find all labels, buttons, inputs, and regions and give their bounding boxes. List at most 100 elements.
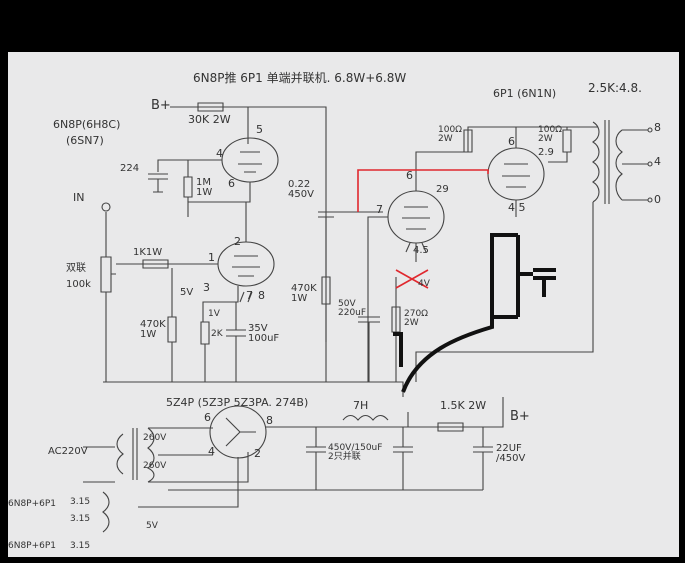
wire [202, 286, 239, 322]
tube-v1-bottom [217, 241, 275, 287]
ground-bus-psu [168, 452, 484, 491]
r-1k-label: 1K1W [133, 247, 163, 258]
power-transformer-primary [116, 433, 124, 475]
pin-3: 3 [203, 281, 210, 294]
pin-8: 8 [258, 289, 265, 302]
ground-bus [103, 381, 404, 397]
rect-pin-8: 8 [266, 414, 273, 427]
tr-pin-8: 8 [654, 121, 661, 134]
resistor-470k-top [321, 276, 331, 305]
resistor-1m [183, 176, 193, 198]
v260b-label: 260V [143, 461, 167, 471]
cap-224 [148, 173, 168, 180]
resistor-1k [142, 259, 169, 269]
out2-pin-6: 6 [508, 135, 515, 148]
vr-100k-label: 100k [66, 279, 91, 290]
wire [83, 446, 115, 483]
r-30k-label: 30K 2W [188, 113, 231, 126]
resistor-470k-left [167, 316, 177, 343]
out-pin-7: 7 [376, 203, 383, 216]
choke-label: 7H [353, 399, 369, 412]
wire [266, 412, 409, 428]
choke-7h [342, 414, 389, 421]
out2-pin-45: 4 5 [508, 201, 526, 214]
out-pin-6: 6 [406, 169, 413, 182]
wire [187, 182, 251, 217]
filament-winding [102, 491, 110, 533]
out-pin-29: 29 [436, 184, 449, 195]
cap-150uf [306, 446, 326, 453]
c-22uf-label: 22UF/450V [496, 443, 526, 464]
wire [415, 202, 594, 382]
resistor-100r-b [562, 129, 572, 153]
potentiometer-100k [100, 256, 112, 293]
wire [157, 159, 222, 172]
rectifier-label: 5Z4P (5Z3P 5Z3PA. 274B) [166, 396, 309, 409]
filament-2-label: 6N8P+6P1 [8, 541, 57, 551]
output-transformer-secondary [615, 129, 623, 201]
rect-pin-4: 4 [208, 445, 215, 458]
schematic-title: 6N8P推 6P1 单端并联机. 6.8W+6.8W [193, 71, 407, 85]
marker-capacitor-line [490, 233, 520, 319]
marker-wire-b [401, 317, 494, 393]
bplus-right-label: B+ [510, 409, 530, 424]
input-jack [101, 202, 111, 212]
schematic-drawing [83, 102, 653, 533]
tube-v3 [487, 147, 545, 201]
input-label: IN [73, 191, 85, 204]
rect-pin-2: 2 [254, 447, 261, 460]
output-transformer-primary [591, 121, 600, 203]
output-tubes-label: 6P1 (6N1N) [493, 87, 557, 100]
rect-pin-6: 6 [204, 411, 211, 424]
vr-mark-label: 双联 [66, 263, 86, 274]
wire [408, 397, 504, 428]
tube-v1-top [221, 137, 279, 183]
out-pin-45: 4.5 [413, 245, 429, 256]
pin-6: 6 [228, 177, 235, 190]
wire [367, 216, 388, 382]
power-transformer-secondary [146, 427, 155, 483]
label-4v: 4V [418, 279, 430, 289]
tube-v2 [387, 190, 445, 244]
c-224-label: 224 [120, 163, 140, 174]
pin-2: 2 [234, 235, 241, 248]
red-cross-mark [395, 269, 429, 289]
tr-pin-0: 0 [654, 193, 661, 206]
ac-input-label: AC220V [48, 446, 88, 457]
pin-4: 4 [216, 147, 223, 160]
resistor-2k [200, 321, 210, 345]
v315c-label: 3.15 [70, 541, 91, 551]
marker-wire-a [518, 272, 546, 297]
left-tube-name: 6N8P(6H8C) [53, 118, 121, 131]
cap-150uf-b [393, 446, 413, 453]
v5-label: 5V [146, 521, 158, 531]
v315b-label: 3.15 [70, 514, 91, 524]
out2-pin-29: 2.9 [538, 147, 554, 158]
cap-100uf [226, 329, 246, 337]
transformer-ratio: 2.5K:4.8. [588, 81, 642, 95]
red-modification-wire [357, 169, 489, 212]
pin-5: 5 [256, 123, 263, 136]
resistor-1k5 [437, 422, 464, 432]
r-2k-label: 2K [211, 329, 223, 339]
r-1k5-label: 1.5K 2W [440, 399, 487, 412]
bplus-top-label: B+ [151, 98, 171, 113]
label-1v: 1V [208, 309, 220, 319]
marker-resistor [393, 332, 403, 367]
resistor-30k [197, 102, 224, 112]
resistor-100r-a [463, 129, 473, 153]
cap-22uf [473, 446, 493, 453]
filament-1-label: 6N8P+6P1 [8, 499, 57, 509]
label-5v: 5V [180, 287, 194, 298]
left-tube-alt: (6SN7) [66, 134, 104, 147]
pin-7: 7 [246, 289, 253, 302]
pin-1: 1 [208, 251, 215, 264]
